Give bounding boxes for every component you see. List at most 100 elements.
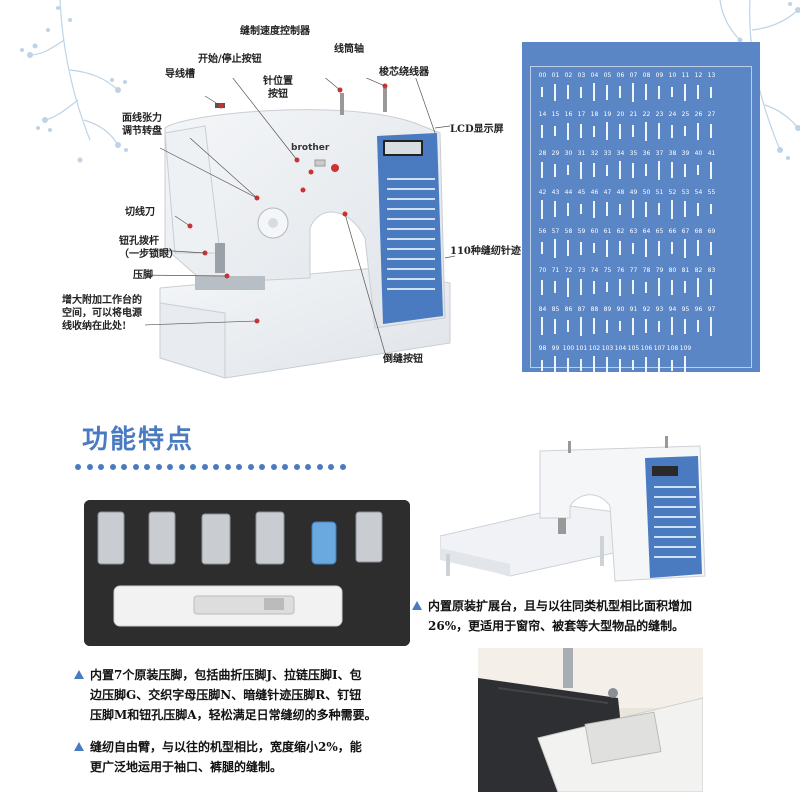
stitch-pattern-glyph: [697, 277, 699, 297]
stitch-number: 37: [655, 150, 664, 157]
stitch-pattern-glyph: [580, 316, 582, 336]
stitch-pattern-glyph: [606, 282, 608, 292]
stitch-pattern-glyph: [593, 163, 595, 177]
divider-dot: [109, 464, 116, 470]
stitch-pattern-glyph: [567, 320, 569, 332]
stitch-number: 89: [603, 306, 612, 313]
stitch-number: 68: [694, 228, 703, 235]
stitch-pattern-glyph: [632, 162, 634, 178]
presser-feet-illustration: [84, 500, 410, 646]
stitch-pattern-glyph: [541, 279, 543, 295]
stitch-number: 70: [538, 267, 547, 274]
stitch-pattern-glyph: [541, 162, 543, 178]
stitch-number: 45: [577, 189, 586, 196]
stitch-pattern-glyph: [554, 83, 556, 101]
stitch-pattern-glyph: [658, 160, 660, 180]
stitch-number: 96: [694, 306, 703, 313]
divider-dot: [305, 464, 311, 470]
stitch-number: 43: [551, 189, 560, 196]
stitch-pattern-glyph: [684, 83, 686, 101]
stitch-number: 92: [642, 306, 651, 313]
presser-feet-photo: [84, 500, 410, 646]
stitch-pattern-glyph: [697, 85, 699, 99]
divider-dot: [144, 464, 150, 470]
feature-presser-feet-line2: 边压脚G、交织字母压脚N、暗缝针迹压脚R、钉钮: [90, 688, 362, 702]
stitch-pattern-glyph: [606, 239, 608, 257]
callout-presser-foot: 压脚: [133, 270, 153, 281]
stitch-pattern-glyph: [567, 357, 569, 373]
divider-dot: [167, 464, 173, 470]
stitch-pattern-glyph: [554, 356, 556, 374]
divider-dot: [213, 464, 219, 470]
stitch-pattern-glyph: [645, 164, 647, 176]
stitch-number: 97: [707, 306, 716, 313]
stitch-number: 03: [577, 72, 586, 79]
stitch-pattern-glyph: [619, 203, 621, 215]
stitch-pattern-glyph: [606, 357, 608, 373]
divider-dot: [224, 464, 231, 470]
stitch-number: 53: [681, 189, 690, 196]
stitch-number: 44: [564, 189, 573, 196]
callout-buttonhole-line1: 钮孔拨杆: [119, 236, 159, 247]
stitch-number: 13: [707, 72, 716, 79]
stitch-pattern-glyph: [593, 125, 595, 137]
stitch-pattern-glyph: [645, 84, 647, 100]
stitch-pattern-glyph: [580, 359, 582, 371]
extension-table-machine: [440, 436, 706, 582]
stitch-number: 76: [616, 267, 625, 274]
stitch-pattern-glyph: [567, 277, 569, 297]
feature-extension-table: 内置原装扩展台，且与以往同类机型相比面积增加 26%，更适用于窗帘、被套等大型物…: [412, 596, 692, 636]
stitch-pattern-glyph: [684, 238, 686, 258]
stitch-number: 25: [681, 111, 690, 118]
stitch-pattern-glyph: [541, 124, 543, 138]
stitch-number: 16: [564, 111, 573, 118]
stitch-pattern-glyph: [697, 320, 699, 332]
stitch-number: 51: [655, 189, 664, 196]
stitch-pattern-glyph: [671, 359, 673, 371]
stitch-number: 67: [681, 228, 690, 235]
sewing-machine-illustration: [145, 78, 456, 379]
stitch-number: 85: [551, 306, 560, 313]
stitch-number: 81: [681, 267, 690, 274]
stitch-number: 60: [590, 228, 599, 235]
stitch-number: 84: [538, 306, 547, 313]
callout-workspace-line1: 增大附加工作台的: [62, 295, 142, 306]
stitch-number: 21: [629, 111, 638, 118]
stitch-pattern-glyph: [710, 124, 712, 138]
stitch-number: 62: [616, 228, 625, 235]
stitch-number: 79: [655, 267, 664, 274]
stitch-pattern-glyph: [541, 242, 543, 254]
stitch-pattern-glyph: [567, 240, 569, 256]
divider-dot: [155, 464, 162, 470]
stitch-number: 102: [588, 345, 601, 352]
callout-workspace: 增大附加工作台的 空间，可以将电源 线收纳在此处!: [62, 294, 142, 333]
stitch-number: 90: [616, 306, 625, 313]
stitch-pattern-glyph: [658, 123, 660, 139]
stitch-number: 95: [681, 306, 690, 313]
stitch-pattern-glyph: [593, 355, 595, 375]
callout-workspace-line2: 空间，可以将电源: [62, 308, 142, 319]
stitch-number: 69: [707, 228, 716, 235]
feature-extension-table-line1: 内置原装扩展台，且与以往同类机型相比面积增加: [428, 599, 693, 613]
stitch-number: 99: [551, 345, 560, 352]
callout-needle-position: 针位置 按钮: [263, 75, 293, 101]
stitch-number: 35: [629, 150, 638, 157]
stitch-pattern-glyph: [619, 278, 621, 296]
stitch-pattern-glyph: [606, 319, 608, 333]
stitch-pattern-glyph: [697, 240, 699, 256]
feature-presser-feet-line3: 压脚M和钮孔压脚A，轻松满足日常缝纫的多种需要。: [90, 708, 377, 722]
stitch-pattern-glyph: [619, 86, 621, 98]
divider-dot: [247, 464, 254, 470]
stitch-number: 48: [616, 189, 625, 196]
stitch-pattern-glyph: [554, 281, 556, 293]
callout-speed-controller: 缝制速度控制器: [240, 26, 310, 37]
bullet-triangle-icon: [412, 601, 422, 610]
stitch-pattern-glyph: [606, 84, 608, 100]
stitch-number: 02: [564, 72, 573, 79]
stitch-number: 22: [642, 111, 651, 118]
stitch-number: 54: [694, 189, 703, 196]
stitch-number: 04: [590, 72, 599, 79]
stitch-number: 20: [616, 111, 625, 118]
stitch-pattern-glyph: [697, 202, 699, 216]
stitch-pattern-glyph: [593, 200, 595, 218]
